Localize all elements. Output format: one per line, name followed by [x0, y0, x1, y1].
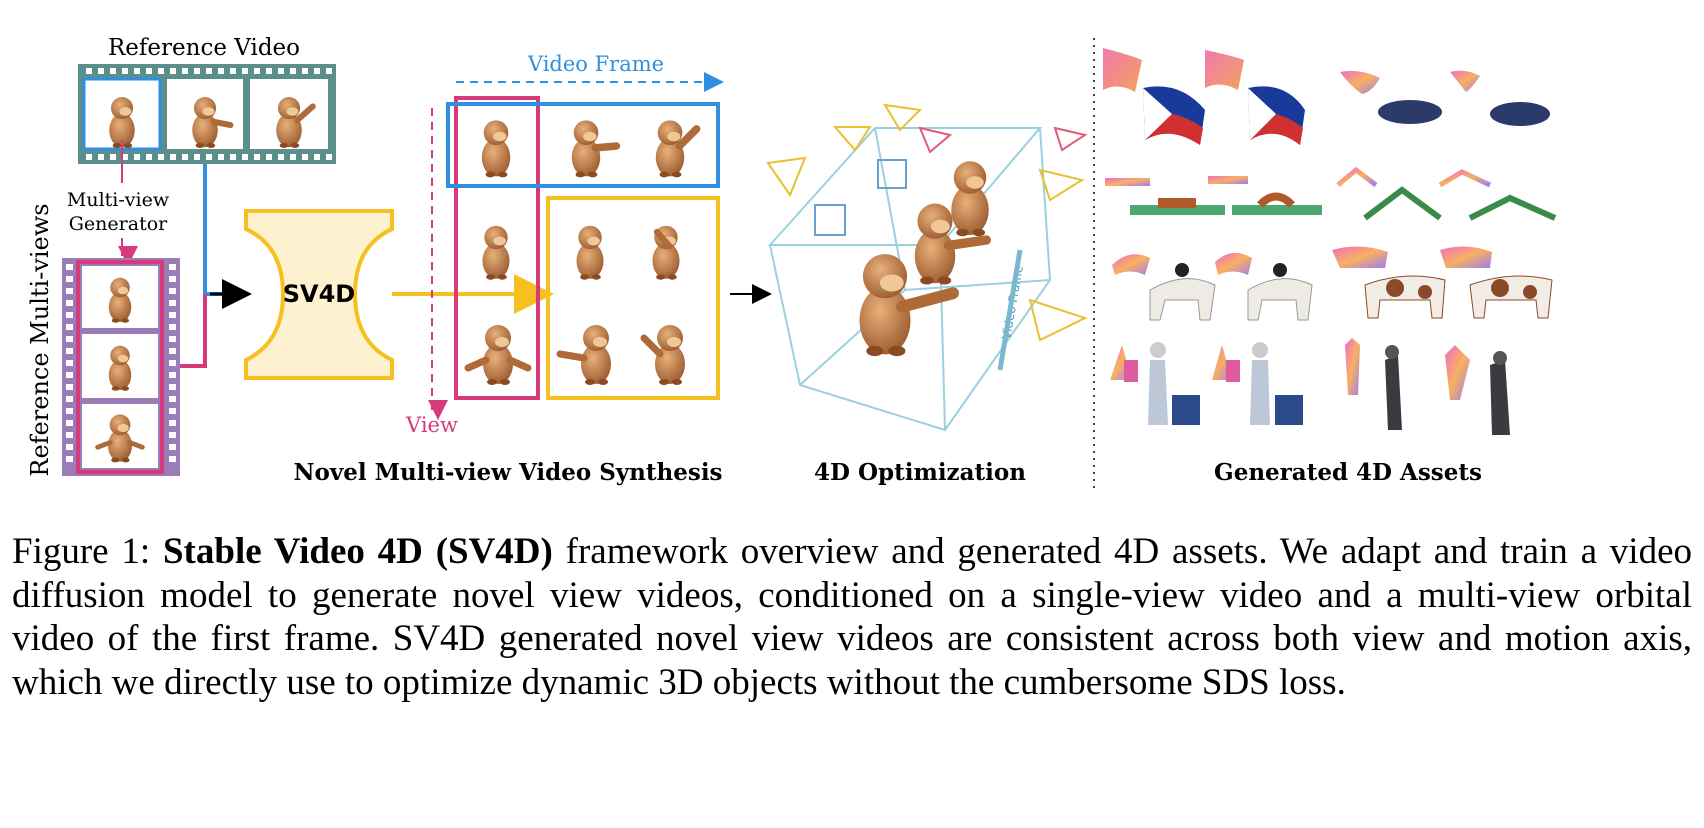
multiview-generator-label-1: Multi-view [67, 189, 170, 211]
figure-diagram: Reference Video Multi-view Generator Ref… [26, 35, 1557, 490]
video-condition-line [203, 164, 236, 296]
sv4d-model-block [244, 209, 394, 380]
caption-bold-title: Stable Video 4D (SV4D) [162, 531, 553, 572]
section-synthesis-title: Novel Multi-view Video Synthesis [293, 459, 722, 486]
reference-multiviews-filmstrip [62, 258, 180, 476]
multiview-condition-line [180, 294, 207, 368]
video-frame-axis-label: Video Frame [527, 52, 664, 76]
section-assets-title: Generated 4D Assets [1214, 459, 1482, 486]
optimization-visual: Video Frame [766, 103, 1088, 432]
caption-body: framework overview and generated 4D asse… [12, 531, 1692, 703]
multiview-generator-label-2: Generator [69, 213, 168, 235]
figure-caption: Figure 1: Stable Video 4D (SV4D) framewo… [12, 530, 1692, 704]
generated-assets-grid [1103, 48, 1557, 435]
view-axis-label: View [405, 413, 458, 437]
novel-view-video-grid [446, 96, 720, 400]
reference-video-filmstrip [78, 64, 336, 164]
section-optimization-title: 4D Optimization [814, 459, 1026, 486]
sv4d-label: SV4D [283, 280, 355, 308]
caption-prefix: Figure 1: [12, 531, 163, 572]
reference-multiviews-label: Reference Multi-views [26, 203, 54, 476]
reference-video-label: Reference Video [108, 35, 300, 61]
